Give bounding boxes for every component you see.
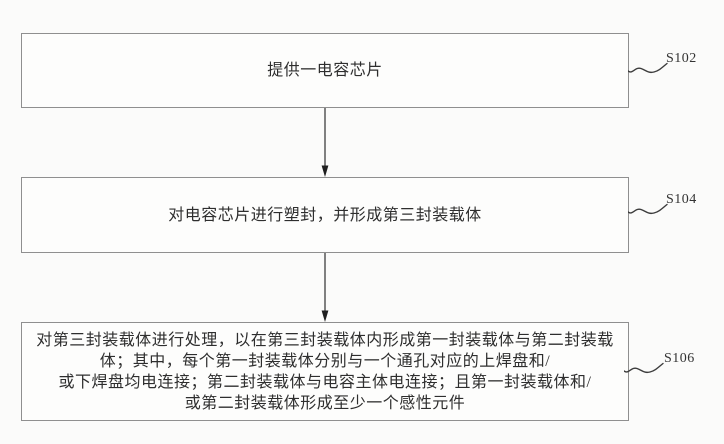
flow-step-box-2: 对电容芯片进行塑封，并形成第三封装载体 [21, 177, 629, 253]
step-label-s102: S102 [666, 51, 697, 66]
reference-squiggle-icon [624, 362, 664, 374]
reference-squiggle-icon [628, 62, 668, 74]
flow-step-box-3: 对第三封装载体进行处理，以在第三封装载体内形成第一封装载体与第二封装载 体；其中… [21, 322, 629, 421]
step-3-text-line-4: 或第二封装载体形成至少一个感性元件 [184, 394, 466, 412]
down-arrow-icon [321, 253, 329, 322]
reference-squiggle-icon [628, 203, 668, 215]
step-label-s104: S104 [666, 192, 697, 207]
step-3-text-line-2: 体；其中，每个第一封装载体分别与一个通孔对应的上焊盘和/ [99, 352, 551, 370]
step-1-text: 提供一电容芯片 [267, 62, 383, 79]
step-2-text: 对电容芯片进行塑封，并形成第三封装载体 [168, 206, 482, 224]
flow-step-box-1: 提供一电容芯片 [21, 33, 629, 108]
step-label-s106: S106 [664, 351, 695, 366]
down-arrow-icon [321, 108, 329, 177]
step-3-text-line-1: 对第三封装载体进行处理，以在第三封装载体内形成第一封装载体与第二封装载 [36, 331, 614, 349]
step-3-text-line-3: 或下焊盘均电连接；第二封装载体与电容主体电连接；且第一封装载体和/ [58, 373, 592, 391]
